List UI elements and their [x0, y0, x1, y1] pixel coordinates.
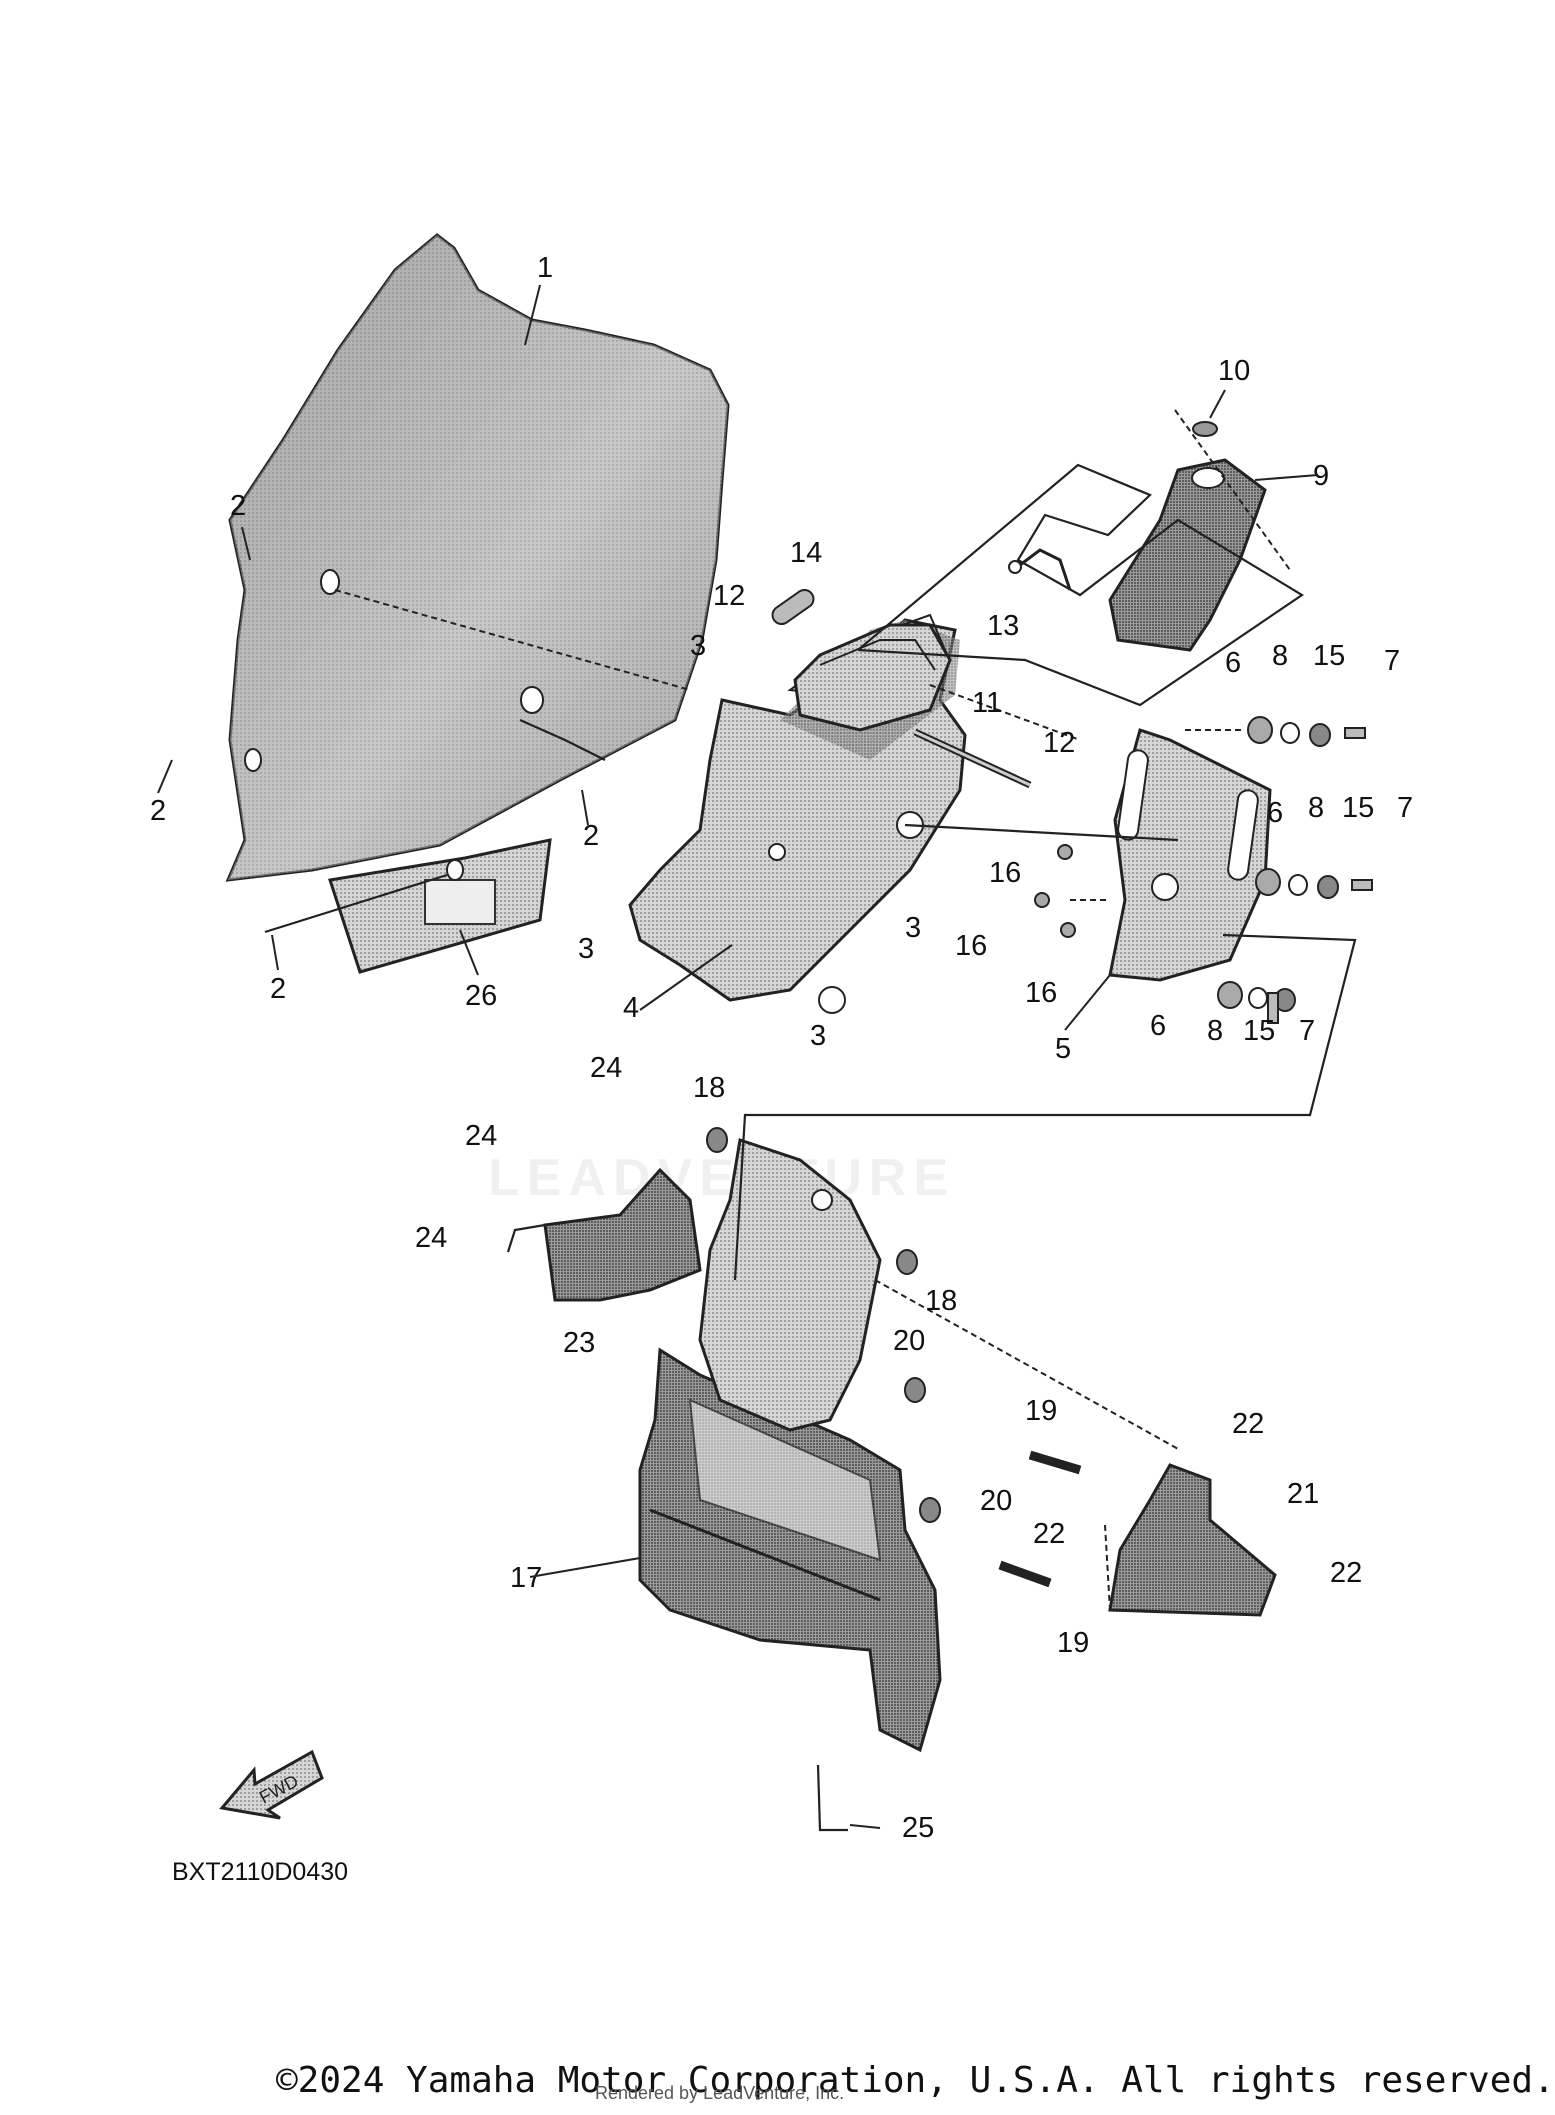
callout-8: 8: [1207, 1015, 1223, 1047]
callout-18: 18: [693, 1072, 725, 1104]
windshield: [225, 233, 730, 974]
callout-16: 16: [989, 857, 1021, 889]
callout-2: 2: [150, 795, 166, 827]
callout-6: 6: [1267, 797, 1283, 829]
callout-19: 19: [1057, 1627, 1089, 1659]
callout-23: 23: [563, 1327, 595, 1359]
callout-21: 21: [1287, 1478, 1319, 1510]
callout-19: 19: [1025, 1395, 1057, 1427]
callout-24: 24: [415, 1222, 447, 1254]
callout-2: 2: [230, 490, 246, 522]
callout-18: 18: [925, 1285, 957, 1317]
callout-26: 26: [465, 980, 497, 1012]
callout-6: 6: [1225, 647, 1241, 679]
callout-6: 6: [1150, 1010, 1166, 1042]
callout-12: 12: [713, 580, 745, 612]
main-stay: [638, 1347, 942, 1753]
callout-7: 7: [1397, 792, 1413, 824]
callout-15: 15: [1243, 1015, 1275, 1047]
parts-diagram: FWD 1 2 2 2 2 3 3 3 3 4 5 6 6 6 7 7 7 8 …: [150, 233, 1413, 1844]
callout-25: 25: [902, 1812, 934, 1844]
callout-4: 4: [623, 992, 639, 1024]
callout-3: 3: [810, 1020, 826, 1052]
callout-8: 8: [1272, 640, 1288, 672]
callout-11: 11: [972, 687, 1002, 719]
adjust-plate: [1108, 728, 1272, 982]
callout-22: 22: [1330, 1557, 1362, 1589]
callout-1: 1: [537, 252, 553, 284]
callout-8: 8: [1308, 792, 1324, 824]
callout-22: 22: [1232, 1408, 1264, 1440]
diagram-code: BXT2110D0430: [172, 1858, 349, 1886]
watermark: LEADVENTURE: [488, 1149, 956, 1207]
center-plate: [698, 1138, 882, 1432]
callout-3: 3: [578, 933, 594, 965]
fwd-arrow-icon: FWD: [219, 1749, 324, 1820]
callout-9: 9: [1313, 460, 1329, 492]
callout-17: 17: [510, 1562, 542, 1594]
callout-15: 15: [1342, 792, 1374, 824]
callout-7: 7: [1299, 1015, 1315, 1047]
callout-16: 16: [1025, 977, 1057, 1009]
outline-lines: [264, 463, 1357, 1832]
callout-22: 22: [1033, 1518, 1065, 1550]
callout-13: 13: [987, 610, 1019, 642]
callout-10: 10: [1218, 355, 1250, 387]
callout-leaders: [157, 284, 1319, 1829]
callout-20: 20: [893, 1325, 925, 1357]
fastener-set: [1034, 716, 1373, 1024]
callout-3: 3: [905, 912, 921, 944]
pin: [771, 588, 815, 626]
rendered-by: Rendered by LeadVenture, Inc.: [595, 2083, 845, 2103]
shaft: [913, 728, 1032, 789]
copyright: ©2024 Yamaha Motor Corporation, U.S.A. A…: [276, 2060, 1555, 2101]
callout-2: 2: [270, 973, 286, 1005]
callout-16: 16: [955, 930, 987, 962]
bolt-set: [706, 1127, 1082, 1588]
callout-24: 24: [465, 1120, 497, 1152]
left-bracket: [543, 1167, 702, 1302]
callout-24: 24: [590, 1052, 622, 1084]
holder: [1008, 421, 1267, 652]
callout-20: 20: [980, 1485, 1012, 1517]
callout-5: 5: [1055, 1033, 1071, 1065]
callout-12: 12: [1043, 727, 1075, 759]
callout-labels: 1 2 2 2 2 3 3 3 3 4 5 6 6 6 7 7 7 8 8 8 …: [150, 252, 1413, 1844]
callout-14: 14: [790, 537, 822, 569]
callout-7: 7: [1384, 645, 1400, 677]
right-bracket: [1108, 1463, 1277, 1617]
callout-3: 3: [690, 630, 706, 662]
callout-2: 2: [583, 820, 599, 852]
callout-15: 15: [1313, 640, 1345, 672]
leader-lines: [334, 409, 1291, 1611]
